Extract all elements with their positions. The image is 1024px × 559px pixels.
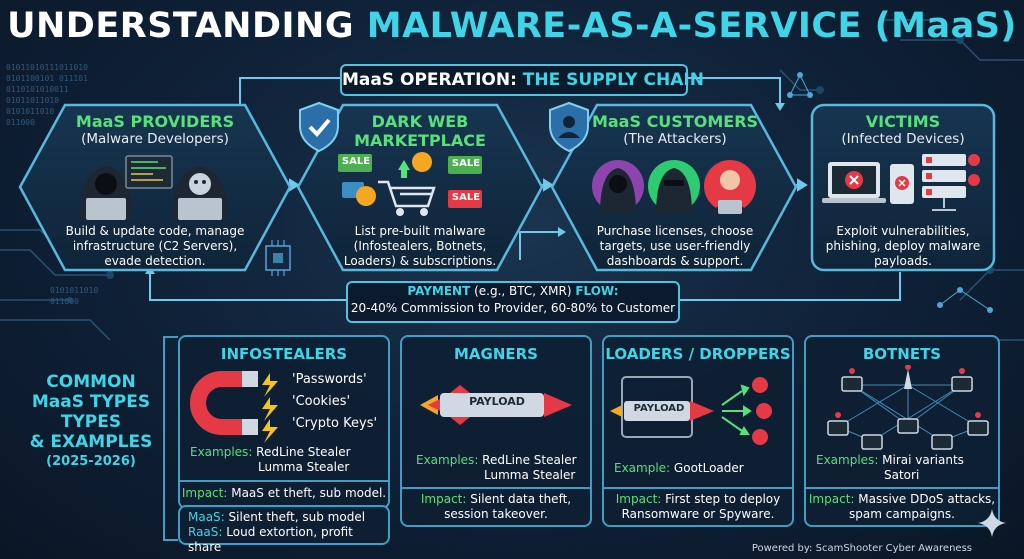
victims-subtitle: (Infected Devices) xyxy=(841,131,965,147)
providers-heading: MaaS PROVIDERS (Malware Developers) xyxy=(60,112,250,148)
payment-paren: (e.g., BTC, XMR) xyxy=(470,284,576,298)
botnets-impact: Impact: Massive DDoS attacks, spam campa… xyxy=(806,487,998,522)
providers-title: MaaS PROVIDERS xyxy=(75,112,235,131)
rocket-payload-icon xyxy=(420,385,572,425)
infected-devices-icon xyxy=(822,154,980,211)
payment-flow: FLOW: xyxy=(575,284,619,298)
customers-title: MaaS CUSTOMERS xyxy=(591,112,759,131)
loaders-payload-label: PAYLOAD xyxy=(633,403,685,414)
supply-chain-banner: MaaS OPERATION: THE SUPPLY CHAIN xyxy=(340,64,704,96)
payment-line2: 20-40% Commission to Provider, 60-80% to… xyxy=(350,301,676,315)
sale-tag-1: SALE xyxy=(341,156,371,167)
loaders-examples: Example: GootLoader xyxy=(614,461,744,475)
card-botnets: BOTNETS Examples: Mirai variants Satori … xyxy=(804,335,1000,527)
botnet-network-icon xyxy=(827,365,989,450)
marketplace-title2: MARKETPLACE xyxy=(354,131,486,150)
supply-part2: THE SUPPLY CHAIN xyxy=(522,70,704,90)
providers-subtitle: (Malware Developers) xyxy=(81,131,229,147)
providers-desc: Build & update code, manage infrastructu… xyxy=(65,224,245,268)
maas-raas-box: MaaS: Silent theft, sub model RaaS: Loud… xyxy=(178,505,390,554)
infostealers-title: INFOSTEALERS xyxy=(220,345,348,363)
card-loaders: LOADERS / DROPPERS PAYLOAD Example: Goot… xyxy=(602,335,794,527)
page-title: UNDERSTANDING MALWARE-AS-A-SERVICE (MaaS… xyxy=(0,6,1024,46)
payment-label: PAYMENT xyxy=(407,284,471,298)
sparkle-icon xyxy=(978,509,1006,537)
customers-subtitle: (The Attackers) xyxy=(623,131,727,147)
victims-title: VICTIMS xyxy=(865,112,941,131)
botnets-examples: Examples: Mirai variants Satori xyxy=(816,453,964,482)
magners-payload-label: PAYLOAD xyxy=(469,395,525,408)
loader-dropper-icon xyxy=(610,376,772,445)
marketplace-title: DARK WEB xyxy=(371,112,469,131)
victims-desc: Exploit vulnerabilities, phishing, deplo… xyxy=(825,224,981,268)
hooded-hackers-icon xyxy=(80,155,228,220)
magners-examples: Examples: RedLine Stealer Lumma Stealer xyxy=(416,453,577,482)
sale-tag-3: SALE xyxy=(451,192,481,203)
title-part1: UNDERSTANDING xyxy=(7,6,367,46)
infostealers-examples: Examples: RedLine Stealer Lumma Stealer xyxy=(190,445,351,474)
infostealer-items: 'Passwords' 'Cookies' 'Crypto Keys' xyxy=(292,372,378,431)
supply-part1: MaaS OPERATION: xyxy=(342,70,523,90)
marketplace-heading: DARK WEB MARKETPLACE xyxy=(340,112,500,150)
card-infostealers: INFOSTEALERS 'Passwords' 'Cookies' 'Cryp… xyxy=(178,335,390,509)
magners-title: MAGNERS xyxy=(453,345,538,363)
customers-desc: Purchase licenses, choose targets, use u… xyxy=(596,224,754,268)
sale-tag-2: SALE xyxy=(451,158,481,169)
customers-heading: MaaS CUSTOMERS (The Attackers) xyxy=(590,112,760,148)
magners-impact: Impact: Silent data theft, session takeo… xyxy=(402,487,590,522)
payment-flow-box: PAYMENT (e.g., BTC, XMR) FLOW: 20-40% Co… xyxy=(346,281,680,323)
magnet-icon xyxy=(190,371,258,435)
shield-user-icon xyxy=(549,101,589,153)
footer-credit: Powered by: ScamShooter Cyber Awareness xyxy=(751,543,972,554)
card-magners: MAGNERS PAYLOAD Examples: RedLine Steale… xyxy=(400,335,592,527)
common-types-label: COMMON MaaS TYPES TYPES & EXAMPLES (2025… xyxy=(29,372,153,469)
shield-check-icon xyxy=(299,101,339,153)
loaders-title: LOADERS / DROPPERS xyxy=(605,345,791,363)
lightning-icon xyxy=(262,373,278,443)
infostealers-impact: Impact: MaaS et theft, sub model. xyxy=(180,480,388,501)
victims-heading: VICTIMS (Infected Devices) xyxy=(812,112,994,148)
marketplace-cart-icon xyxy=(338,152,482,216)
marketplace-desc: List pre-built malware (Infostealers, Bo… xyxy=(343,224,497,268)
title-part2: MALWARE-AS-A-SERVICE (MaaS) xyxy=(366,6,1017,46)
side-bracket xyxy=(163,336,178,541)
botnets-title: BOTNETS xyxy=(862,345,942,363)
loaders-impact: Impact: First step to deploy Ransomware … xyxy=(604,487,792,522)
attackers-icon xyxy=(592,160,756,214)
